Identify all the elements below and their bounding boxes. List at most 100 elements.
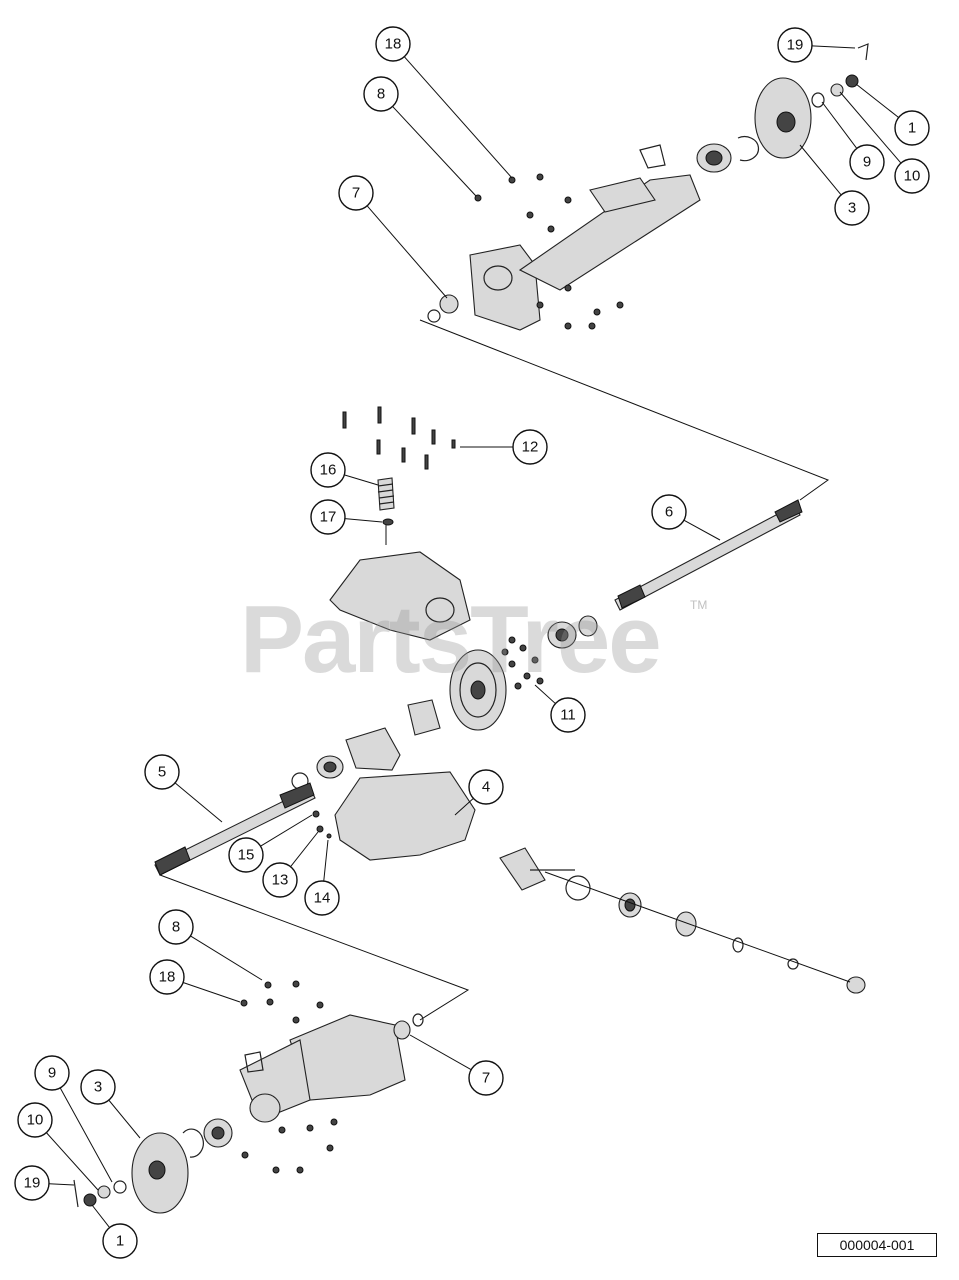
- callout-leader-line: [323, 839, 329, 882]
- callout-leader-line: [182, 982, 241, 1003]
- callout-14: 14: [304, 839, 340, 916]
- callout-leader-line: [91, 1204, 110, 1228]
- callout-leader-line: [290, 831, 319, 867]
- callout-10: 10: [839, 91, 930, 194]
- callout-leader-line: [344, 518, 383, 523]
- callout-5: 5: [144, 754, 223, 823]
- lower-axle-assembly: [73, 980, 424, 1214]
- callout-number: 5: [158, 764, 166, 781]
- callout-circle: [834, 190, 870, 226]
- callout-number: 17: [320, 509, 337, 526]
- callout-circle: [894, 158, 930, 194]
- callout-number: 10: [27, 1112, 44, 1129]
- callout-number: 14: [314, 890, 331, 907]
- callout-10: 10: [17, 1102, 99, 1191]
- callout-17: 17: [310, 499, 383, 535]
- callout-circle: [894, 110, 930, 146]
- callout-circle: [375, 26, 411, 62]
- callout-number: 19: [787, 37, 804, 54]
- callout-number: 1: [116, 1233, 124, 1250]
- callout-6: 6: [651, 494, 721, 541]
- callout-number: 8: [377, 86, 385, 103]
- callout-circle: [34, 1055, 70, 1091]
- callout-number: 13: [272, 872, 289, 889]
- callout-circle: [468, 1060, 504, 1096]
- callout-leader-line: [59, 1087, 113, 1183]
- callout-circle: [777, 27, 813, 63]
- callout-leader-line: [366, 205, 448, 299]
- callout-circle: [310, 452, 346, 488]
- callout-number: 3: [94, 1079, 102, 1096]
- callout-8: 8: [158, 909, 263, 981]
- callout-circle: [262, 862, 298, 898]
- callout-9: 9: [34, 1055, 113, 1183]
- callout-number: 1: [908, 120, 916, 137]
- callout-circle: [17, 1102, 53, 1138]
- callout-9: 9: [821, 101, 885, 180]
- callout-leader-line: [409, 1034, 472, 1071]
- callout-7: 7: [409, 1034, 504, 1096]
- callout-leader-line: [839, 91, 902, 164]
- callout-19: 19: [777, 27, 856, 63]
- callout-number: 6: [665, 504, 673, 521]
- callout-number: 4: [482, 779, 490, 796]
- callout-circle: [338, 175, 374, 211]
- diagram-id-label: 000004-001: [817, 1233, 937, 1257]
- callout-11: 11: [534, 684, 586, 733]
- callout-circle: [363, 76, 399, 112]
- callout-leader-line: [811, 45, 856, 49]
- callout-18: 18: [149, 959, 241, 1003]
- callout-number: 16: [320, 462, 337, 479]
- callout-circle: [310, 499, 346, 535]
- callout-13: 13: [262, 831, 319, 898]
- callout-circle: [14, 1165, 50, 1201]
- callout-leader-line: [46, 1132, 99, 1191]
- callout-leader-line: [108, 1099, 141, 1139]
- callout-circle: [149, 959, 185, 995]
- callout-leader-line: [403, 56, 513, 179]
- callout-circle: [228, 837, 264, 873]
- callout-leader-line: [174, 782, 223, 823]
- watermark-trademark: TM: [690, 598, 708, 612]
- callout-leader-line: [48, 1183, 75, 1186]
- callout-number: 7: [352, 185, 360, 202]
- callout-circle: [102, 1223, 138, 1259]
- callout-18: 18: [375, 26, 513, 179]
- callout-number: 19: [24, 1175, 41, 1192]
- callout-7: 7: [338, 175, 448, 299]
- callout-leader-line: [821, 101, 858, 149]
- callout-4: 4: [454, 769, 504, 816]
- callout-circle: [512, 429, 548, 465]
- middle-differential-assembly: [154, 406, 866, 994]
- callout-leader-line: [260, 814, 313, 847]
- callout-leader-line: [683, 519, 721, 541]
- callout-3: 3: [799, 144, 870, 226]
- callout-leader-line: [855, 83, 899, 118]
- callout-12: 12: [460, 429, 548, 465]
- callout-circle: [550, 697, 586, 733]
- callout-1: 1: [91, 1204, 138, 1259]
- callout-number: 11: [560, 707, 576, 724]
- callout-1: 1: [855, 83, 930, 146]
- callout-leader-line: [190, 935, 263, 981]
- callout-number: 18: [385, 36, 402, 53]
- callout-circle: [849, 144, 885, 180]
- callout-number: 12: [522, 439, 539, 456]
- callout-leader-line: [799, 144, 842, 196]
- callout-leader-line: [534, 684, 556, 704]
- callout-16: 16: [310, 452, 379, 488]
- callout-number: 7: [482, 1070, 490, 1087]
- callout-19: 19: [14, 1165, 75, 1201]
- callout-leader-line: [392, 106, 477, 197]
- callout-circle: [468, 769, 504, 805]
- callout-8: 8: [363, 76, 477, 197]
- upper-axle-assembly: [427, 43, 869, 331]
- callout-circle: [158, 909, 194, 945]
- callout-circle: [80, 1069, 116, 1105]
- callout-number: 10: [904, 168, 921, 185]
- callout-3: 3: [80, 1069, 141, 1139]
- callout-number: 8: [172, 919, 180, 936]
- callout-leader-line: [344, 474, 379, 486]
